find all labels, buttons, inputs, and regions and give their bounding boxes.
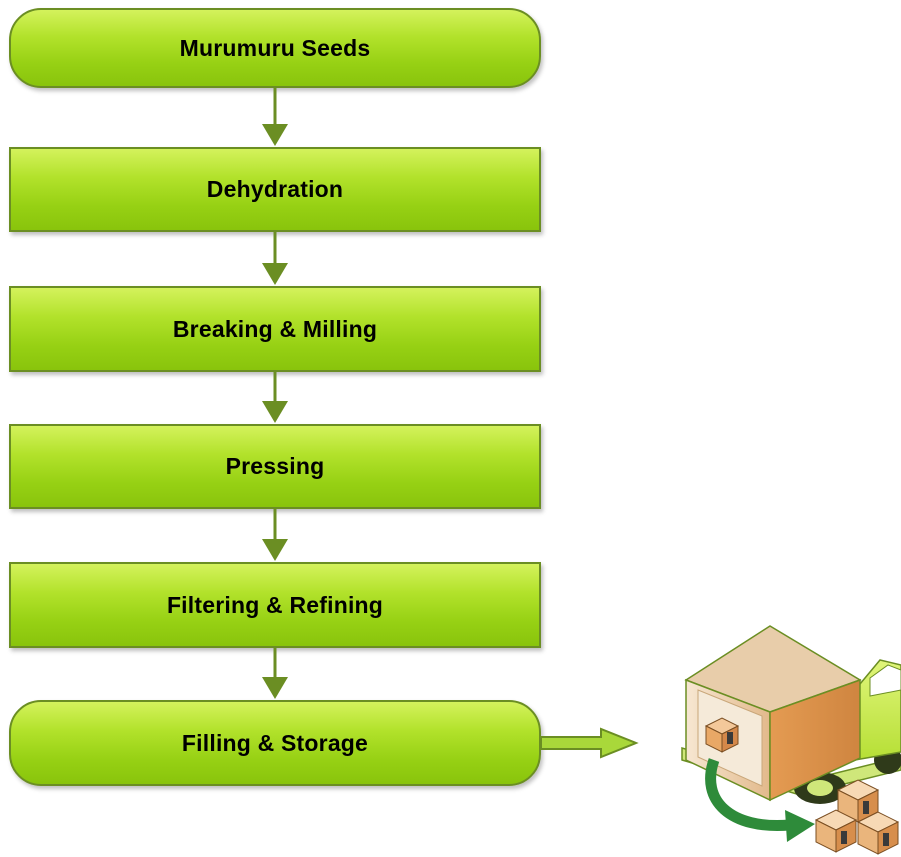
- flow-arrow: [262, 648, 288, 699]
- node-pressing: Pressing: [9, 424, 541, 509]
- node-label: Filling & Storage: [181, 729, 369, 756]
- flow-arrow: [262, 232, 288, 285]
- node-label: Murumuru Seeds: [179, 34, 371, 61]
- node-label: Filtering & Refining: [166, 591, 384, 618]
- node-breaking-milling: Breaking & Milling: [9, 286, 541, 372]
- node-filtering-refining: Filtering & Refining: [9, 562, 541, 648]
- node-label: Breaking & Milling: [172, 315, 378, 342]
- flow-arrow: [262, 372, 288, 423]
- node-label: Dehydration: [206, 176, 344, 202]
- flow-arrow: [262, 88, 288, 146]
- node-murumuru-seeds: Murumuru Seeds: [9, 8, 541, 88]
- flow-arrow-to-delivery: [540, 727, 639, 759]
- flow-arrow: [262, 509, 288, 561]
- delivery-truck-icon: [681, 625, 901, 855]
- cargo-boxes-icon: [814, 779, 900, 855]
- node-filling-storage: Filling & Storage: [9, 700, 541, 786]
- node-dehydration: Dehydration: [9, 147, 541, 232]
- node-label: Pressing: [225, 453, 325, 479]
